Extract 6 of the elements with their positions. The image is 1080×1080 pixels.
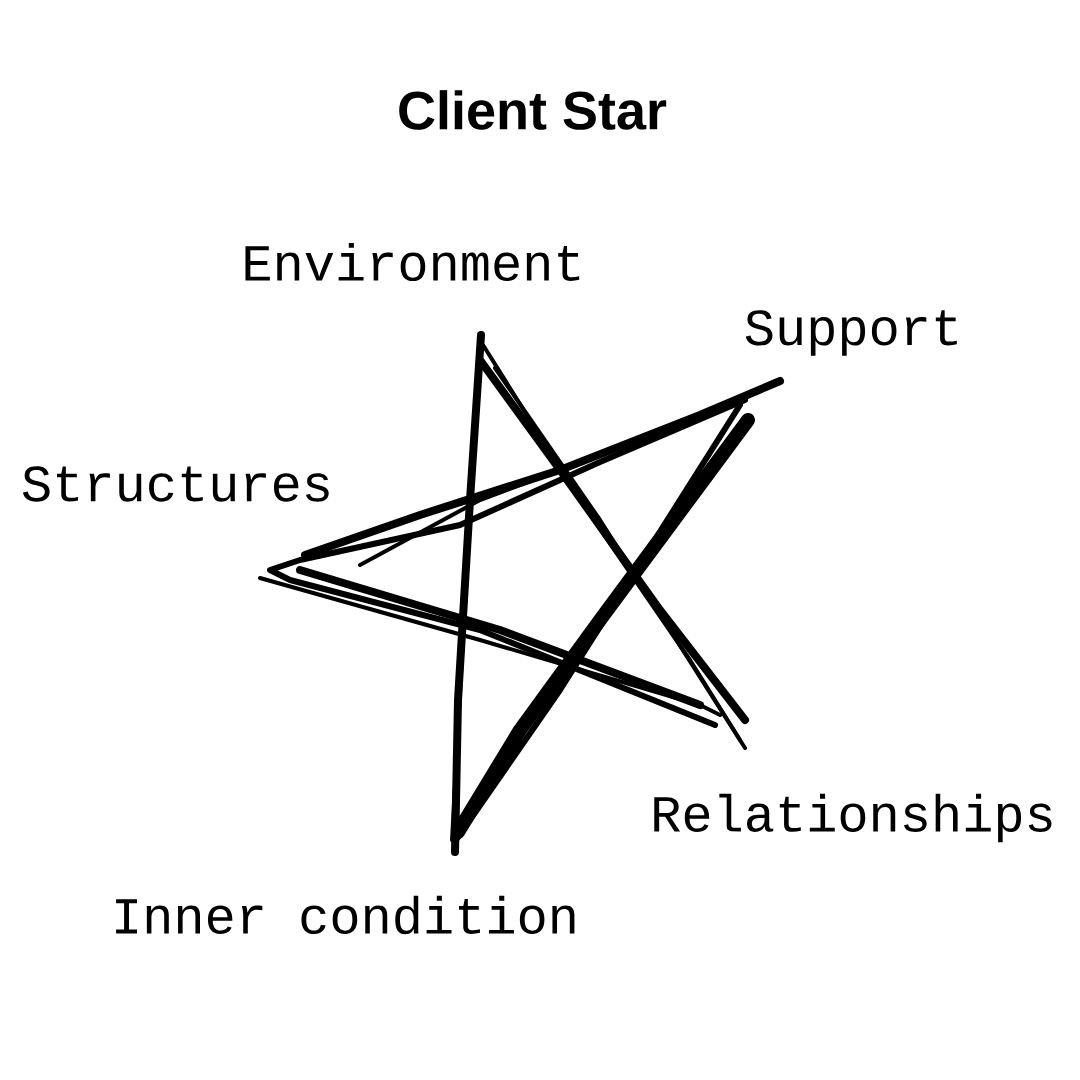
star-point-label: Environment bbox=[245, 242, 580, 282]
star-point-label: Inner condition bbox=[116, 895, 575, 935]
star-point-label: Structures bbox=[23, 466, 329, 502]
star-point-label: Support bbox=[745, 310, 957, 356]
star-point-label: Relationships bbox=[654, 793, 1052, 843]
title: Client Star bbox=[399, 90, 667, 130]
